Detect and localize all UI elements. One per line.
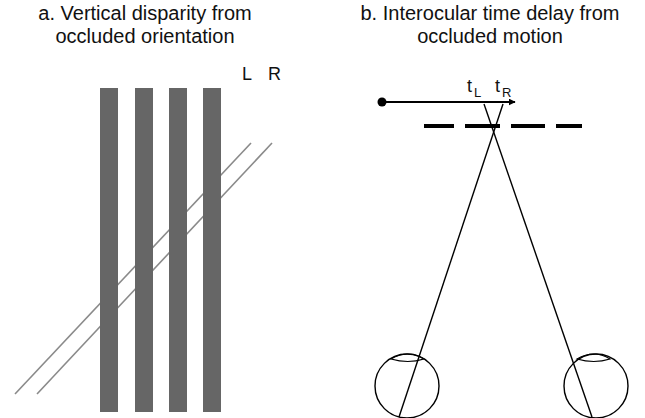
time-subscript: L: [474, 86, 481, 100]
eye-label: L: [242, 64, 252, 84]
panel-heading: b. Interocular time delay from occluded …: [352, 2, 628, 48]
panel-heading: a. Vertical disparity from occluded orie…: [14, 2, 276, 48]
motion-arrow: [382, 101, 515, 103]
occluder-bar: [135, 88, 153, 412]
right-lens: [577, 354, 610, 362]
right-eye-line: [37, 143, 272, 394]
time-label: t: [495, 76, 500, 96]
occluder-bar: [203, 88, 221, 412]
occluder-bar: [100, 88, 118, 412]
occluder-bar: [169, 88, 187, 412]
left-eye: [375, 354, 439, 418]
motion-arrow-extent: [408, 102, 524, 103]
occluder-slits: [424, 124, 582, 128]
sight-line: [484, 104, 592, 417]
left-lens: [391, 354, 424, 362]
time-subscript: R: [502, 86, 511, 100]
sight-line: [399, 104, 503, 417]
right-eye: [564, 354, 628, 418]
eye-label: R: [268, 64, 281, 84]
time-label: t: [467, 76, 472, 96]
